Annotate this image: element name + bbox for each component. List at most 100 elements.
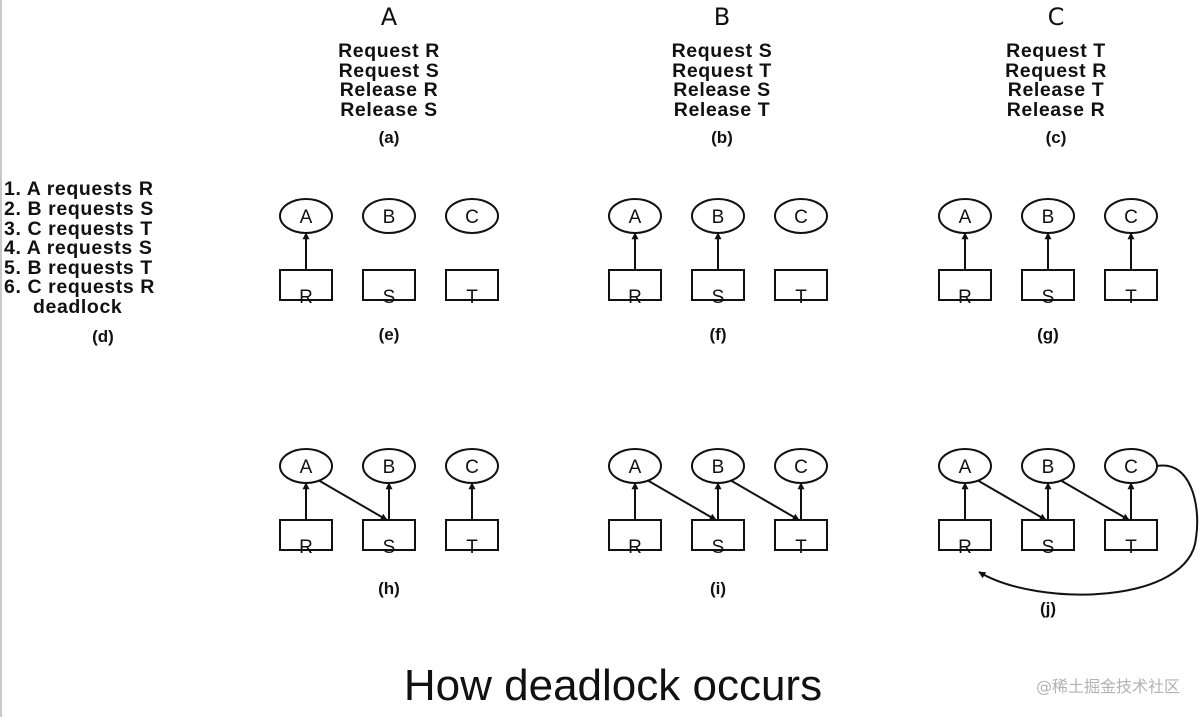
resource-node-label: S [383, 537, 396, 558]
process-node-label: C [1124, 207, 1138, 228]
caption-f: (f) [710, 325, 727, 344]
process-a-line-3: Release R [340, 79, 439, 101]
watermark: @稀土掘金技术社区 [1036, 677, 1180, 696]
edge-a-to-s [317, 479, 388, 521]
sequence-step-5: 5. B requests T [4, 257, 153, 279]
process-node-c: C [1104, 448, 1158, 484]
edge-b-to-t [729, 479, 800, 521]
resource-node-s: S [691, 269, 745, 308]
resource-node-label: T [795, 537, 807, 558]
process-node-c: C [445, 198, 499, 234]
caption-a: (a) [379, 128, 400, 147]
process-node-label: B [1042, 207, 1055, 228]
caption-b: (b) [711, 128, 733, 147]
resource-node-label: T [1125, 537, 1137, 558]
process-node-b: B [1021, 198, 1075, 234]
graph-j: A B C R S T (j) [938, 448, 1199, 618]
process-node-c: C [1104, 198, 1158, 234]
resource-node-r: R [938, 269, 992, 308]
process-c-column: C Request T Request R Release T Release … [1005, 3, 1107, 147]
resource-node-label: S [712, 537, 725, 558]
caption-e: (e) [379, 325, 400, 344]
process-c-line-1: Request T [1006, 40, 1106, 62]
process-node-a: A [279, 198, 333, 234]
process-node-label: C [465, 457, 479, 478]
resource-node-r: R [279, 519, 333, 558]
resource-node-label: R [299, 287, 313, 308]
caption-j: (j) [1040, 599, 1056, 618]
process-a-line-4: Release S [340, 99, 438, 121]
edge-a-to-s [646, 479, 717, 521]
process-node-label: B [383, 457, 396, 478]
edge-b-to-t [1059, 479, 1130, 521]
edge-c-to-r [978, 464, 1199, 596]
resource-node-s: S [362, 519, 416, 558]
resource-node-label: R [628, 537, 642, 558]
sequence-step-3: 3. C requests T [4, 218, 153, 240]
sequence-step-6: 6. C requests R [4, 276, 155, 298]
resource-node-s: S [691, 519, 745, 558]
process-node-b: B [362, 198, 416, 234]
process-node-c: C [445, 448, 499, 484]
process-b-line-3: Release S [673, 79, 771, 101]
process-node-b: B [1021, 448, 1075, 484]
process-b-column: B Request S Request T Release S Release … [672, 3, 773, 147]
process-node-label: C [465, 207, 479, 228]
process-a-line-1: Request R [338, 40, 440, 62]
process-node-b: B [691, 448, 745, 484]
process-b-line-1: Request S [672, 40, 773, 62]
process-node-a: A [608, 448, 662, 484]
process-node-label: B [1042, 457, 1055, 478]
resource-node-label: T [795, 287, 807, 308]
process-node-c: C [774, 448, 828, 484]
resource-node-r: R [279, 269, 333, 308]
resource-node-s: S [1021, 269, 1075, 308]
process-b-line-4: Release T [674, 99, 770, 121]
process-node-label: A [959, 457, 972, 478]
sequence-step-2: 2. B requests S [4, 198, 154, 220]
process-b-heading: B [714, 3, 730, 31]
caption-d: (d) [92, 327, 114, 346]
resource-node-label: R [958, 537, 972, 558]
resource-node-label: S [1042, 537, 1055, 558]
resource-node-t: T [774, 519, 828, 558]
process-c-heading: C [1048, 3, 1065, 31]
process-node-label: B [383, 207, 396, 228]
resource-node-r: R [938, 519, 992, 558]
resource-node-t: T [445, 519, 499, 558]
process-node-a: A [938, 448, 992, 484]
process-node-a: A [279, 448, 333, 484]
process-c-line-3: Release T [1008, 79, 1104, 101]
resource-node-label: R [299, 537, 313, 558]
sequence-step-4: 4. A requests S [4, 237, 152, 259]
resource-node-label: S [712, 287, 725, 308]
figure-title: How deadlock occurs [404, 661, 822, 710]
resource-node-t: T [1104, 519, 1158, 558]
process-node-label: A [629, 457, 642, 478]
caption-g: (g) [1037, 325, 1059, 344]
process-node-b: B [362, 448, 416, 484]
sequence-deadlock-label: deadlock [33, 296, 122, 318]
process-c-line-4: Release R [1007, 99, 1106, 121]
resource-node-t: T [445, 269, 499, 308]
graph-e: A B C R S T (e) [279, 198, 499, 344]
request-sequence: 1. A requests R 2. B requests S 3. C req… [4, 178, 155, 346]
process-node-label: C [1124, 457, 1138, 478]
process-node-c: C [774, 198, 828, 234]
resource-node-label: T [466, 287, 478, 308]
resource-node-label: T [1125, 287, 1137, 308]
process-b-line-2: Request T [672, 60, 772, 82]
process-node-label: A [959, 207, 972, 228]
process-a-heading: A [381, 3, 398, 31]
caption-i: (i) [710, 579, 726, 598]
process-node-label: C [794, 207, 808, 228]
resource-node-label: S [383, 287, 396, 308]
resource-node-s: S [362, 269, 416, 308]
process-c-line-2: Request R [1005, 60, 1107, 82]
process-node-label: B [712, 207, 725, 228]
